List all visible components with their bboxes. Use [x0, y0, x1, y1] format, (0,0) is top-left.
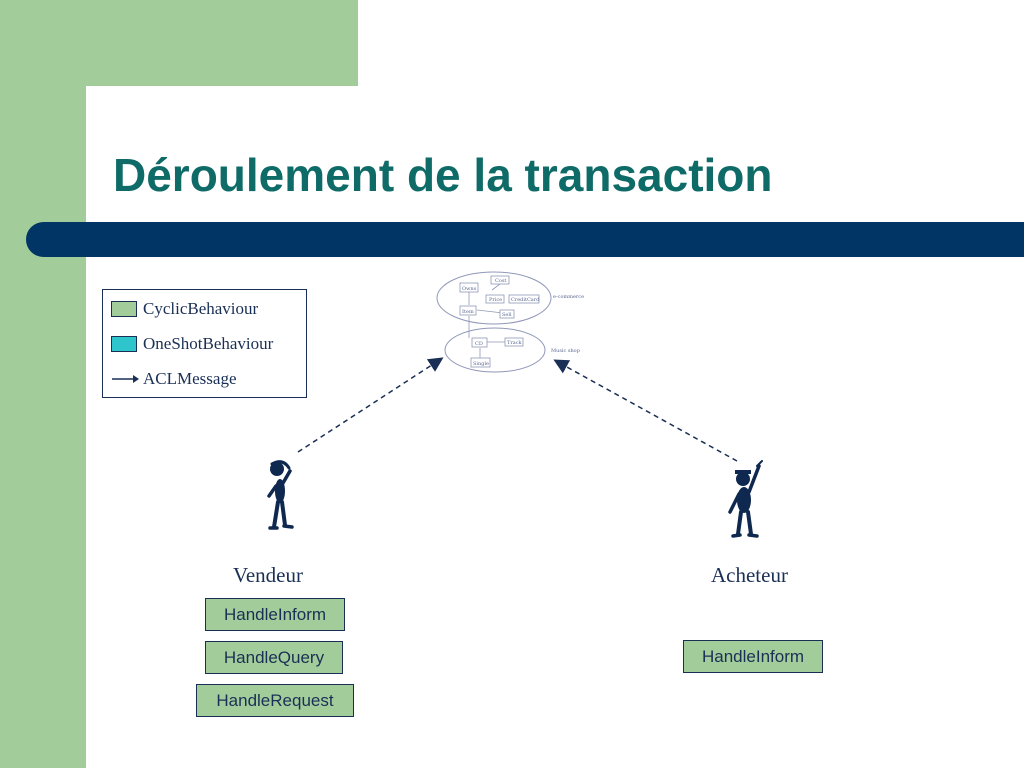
- ecommerce-label: e-commerce: [553, 294, 584, 300]
- vendeur-behaviour-handleinform: HandleInform: [205, 598, 345, 631]
- legend-label-cyclic: CyclicBehaviour: [143, 299, 259, 318]
- acheteur-label: Acheteur: [711, 563, 788, 587]
- ontology-label-sell: Sell: [502, 312, 512, 318]
- music-shop-ellipse: [444, 327, 546, 373]
- cyclic-swatch: [111, 301, 137, 317]
- background-left-strip: [0, 0, 86, 768]
- acheteur-figure-icon: [728, 460, 763, 538]
- ecommerce-ellipse: [436, 271, 552, 325]
- ontology-node-price: [485, 294, 505, 304]
- vendeur-behaviour-handlerequest: HandleRequest: [196, 684, 354, 717]
- legend-item-message: ACLMessage: [111, 368, 236, 390]
- ontology-label-item: Item: [462, 309, 474, 315]
- ontology-node-creditcard: [508, 294, 540, 304]
- ontology-label-creditcard: CreditCard: [511, 297, 540, 303]
- acheteur-behaviour-handleinform: HandleInform: [683, 640, 823, 673]
- ontology-node-track: [504, 337, 524, 347]
- vendeur-behaviour-handlequery: HandleQuery: [205, 641, 343, 674]
- vendeur-label: Vendeur: [233, 563, 303, 587]
- ontology-label-price: Price: [489, 297, 502, 303]
- ontology-label-cost: Cost: [495, 278, 506, 284]
- legend-item-oneshot: OneShotBehaviour: [111, 333, 273, 355]
- ontology-node-sell: [499, 309, 515, 319]
- title-underline-bar: [26, 222, 1024, 257]
- ontology-node-cd: [471, 337, 488, 348]
- legend-label-message: ACLMessage: [143, 369, 237, 388]
- ontology-diagram: Owns Cost Price CreditCard Item Sell CD …: [436, 271, 584, 373]
- legend: CyclicBehaviour OneShotBehaviour ACLMess…: [102, 289, 307, 398]
- acheteur-message-arrow: [553, 359, 738, 462]
- legend-label-oneshot: OneShotBehaviour: [143, 334, 274, 353]
- ontology-node-owns: [459, 282, 479, 293]
- vendeur-message-arrow: [297, 357, 444, 453]
- oneshot-swatch: [111, 336, 137, 352]
- arrow-icon: [112, 375, 139, 383]
- ontology-label-cd: CD: [475, 341, 483, 347]
- vendeur-figure-icon: [267, 460, 294, 530]
- ontology-label-track: Track: [507, 340, 523, 346]
- ontology-node-cost: [490, 275, 510, 285]
- slide-title: Déroulement de la transaction: [113, 149, 773, 201]
- legend-item-cyclic: CyclicBehaviour: [111, 298, 258, 320]
- ontology-label-single: Single: [473, 361, 489, 367]
- ontology-node-single: [470, 357, 491, 368]
- ontology-node-item: [459, 305, 477, 316]
- ontology-label-owns: Owns: [462, 286, 477, 292]
- background-top-block: [0, 0, 358, 86]
- music-shop-label: Music shop: [551, 348, 580, 354]
